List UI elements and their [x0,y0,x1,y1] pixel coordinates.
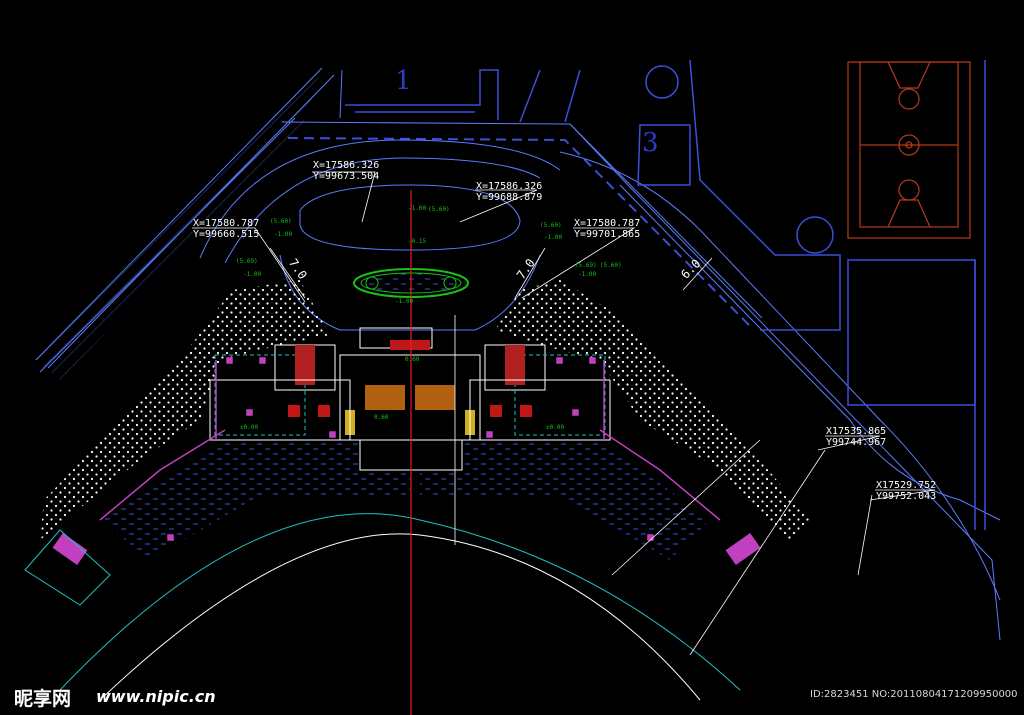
elevation-label: 0.60 [374,414,389,421]
elevation-label: ±0.00 [240,424,259,431]
elevation-label: -1.00 [395,298,414,305]
elevation-label: -0.15 [408,238,427,245]
basketball-court [847,61,971,239]
paving-areas [100,440,710,560]
coordinate-x: X17529.752 [876,480,937,491]
watermark-url: www.nipic.cn [96,687,216,706]
boundary-markers [99,357,721,541]
coordinate-y: Y99752.043 [876,491,937,502]
coordinate-y: Y99744.967 [826,437,887,448]
coordinate-x: X=17580.787 [193,218,260,229]
elevation-label: -1.00 [544,234,563,241]
coordinate-x: X=17586.326 [313,160,380,171]
coordinate-leaders [192,171,936,501]
elevation-label: -1.00 [274,231,293,238]
coordinate-x: X=17586.326 [476,181,543,192]
elevation-label: 0.60 [405,356,420,363]
elevation-label: (5.60) [270,218,292,225]
watermark-logo: 昵享网 [14,688,72,710]
coordinate-y: Y=99673.504 [313,171,380,182]
coordinate-label: X=17586.326 Y=99673.504 [313,160,379,182]
coordinate-y: Y=99660.515 [193,229,260,240]
elevation-label: -1.00 [243,271,262,278]
road-northwest [35,67,1001,641]
elevation-label: -1.00 [578,271,597,278]
coordinate-x: X17535.865 [826,426,887,437]
corner-stairs [24,529,761,606]
elevation-label: ±0.00 [546,424,565,431]
zone-label-1: 1 [395,66,412,96]
coordinate-y: Y=99701.865 [574,229,641,240]
coordinate-label: X=17580.787 Y=99701.865 [574,218,640,240]
waterfront-arcs [59,513,741,701]
elevation-label: (5.69) [575,262,597,269]
watermark-id: ID:2823451 NO:20110804171209950000 [810,689,1018,700]
planting-beds [40,280,810,540]
elevation-label: (5.60) [600,262,622,269]
building-zone-1 [345,59,986,530]
dimension-lines [269,247,713,299]
elevation-label: (5.69) [236,258,258,265]
coordinate-x: X=17580.787 [574,218,641,229]
coordinate-label: X=17580.787 Y=99660.515 [193,218,259,240]
coordinate-label: X17535.865 Y99744.967 [826,426,886,448]
zone-label-3: 3 [642,128,659,158]
coordinate-label: X=17586.326 Y=99688.879 [476,181,542,203]
center-axis [410,190,873,715]
elevation-label: -1.00 [408,205,427,212]
coordinate-y: Y=99688.879 [476,192,543,203]
elevation-label: (5.60) [428,206,450,213]
central-building [209,327,611,471]
coordinate-label: X17529.752 Y99752.043 [876,480,936,502]
elevation-label: (5.60) [540,222,562,229]
